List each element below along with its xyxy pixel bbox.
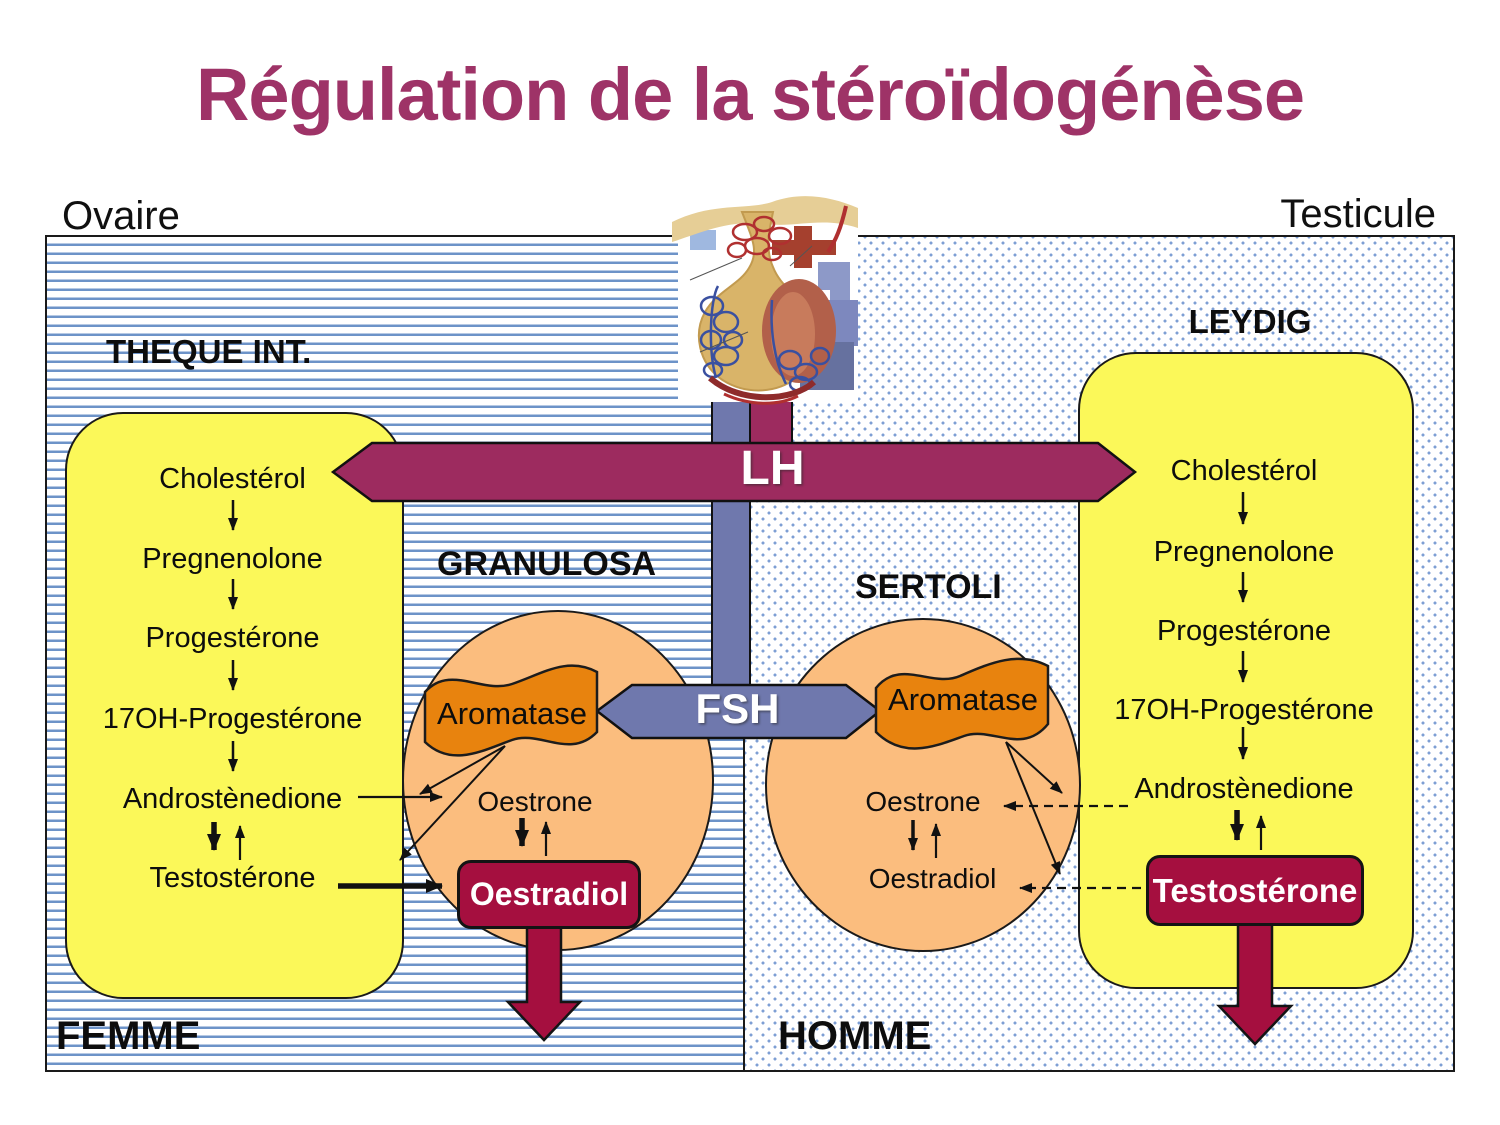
oestradiol-product-box: Oestradiol (457, 860, 641, 929)
estrone-label-right: Oestrone (865, 786, 981, 817)
pathway-step: Pregnenolone (1153, 536, 1335, 568)
theca-panel (65, 412, 404, 999)
pathway-step: Cholestérol (159, 463, 306, 495)
cell-label-sertoli: SERTOLI (855, 568, 1002, 606)
organ-label-ovary: Ovaire (62, 194, 180, 238)
pathway-step: Androstènedione (122, 783, 343, 815)
organ-label-testis: Testicule (1280, 192, 1436, 236)
fsh-label: FSH (695, 685, 780, 732)
testosterone-product-box: Testostérone (1146, 855, 1364, 926)
oestradiol-product-label: Oestradiol (469, 876, 629, 912)
zone-label-leydig: LEYDIG (1188, 303, 1312, 340)
aromatase-label-left: Aromatase (437, 696, 587, 731)
pathway-step: Testostérone (149, 862, 316, 894)
estradiol-label-right: Oestradiol (868, 863, 997, 894)
pathway-step: 17OH-Progestérone (102, 703, 363, 735)
zone-label-theca: THEQUE INT. (106, 333, 312, 370)
sex-label-femme: FEMME (56, 1014, 201, 1058)
cell-label-granulosa: GRANULOSA (437, 545, 657, 583)
slide-title: Régulation de la stéroïdogénèse (195, 53, 1305, 136)
pathway-step: Cholestérol (1170, 455, 1318, 487)
lh-label: LH (740, 442, 805, 495)
testosterone-product-label: Testostérone (1152, 871, 1358, 909)
estrone-label-left: Oestrone (477, 786, 593, 817)
sertoli-cell (765, 618, 1081, 952)
aromatase-label-right: Aromatase (888, 682, 1038, 717)
pathway-step: Pregnenolone (142, 543, 323, 575)
sex-label-homme: HOMME (778, 1014, 932, 1058)
pathway-step: 17OH-Progestérone (1114, 694, 1374, 726)
pathway-step: Progestérone (145, 622, 320, 654)
pathway-step: Progestérone (1156, 615, 1332, 647)
pathway-step: Androstènedione (1134, 773, 1354, 805)
